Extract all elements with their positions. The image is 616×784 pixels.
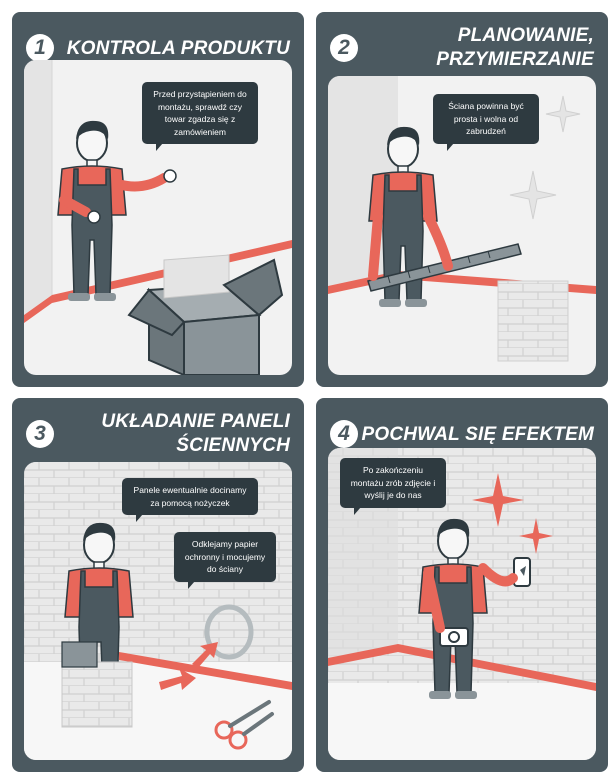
panel-2-title-line-1: PLANOWANIE, [457,25,594,46]
camera-icon [439,627,469,647]
panel-3-title-line-1: UKŁADANIE PANELI [101,411,290,432]
cardboard-box [127,254,284,375]
step-number-1: 1 [26,34,54,62]
sparkle-icon [472,473,524,527]
held-wall-panel [61,661,133,728]
panel-2: 2 PLANOWANIE, PRZYMIERZANIE Ściana powin… [316,12,608,387]
wall-panel-sample [497,280,569,362]
panel-1-illustration [24,60,292,375]
sparkle-icon [545,95,581,133]
step-number-3: 3 [26,420,54,448]
panel-1-scene: Przed przystąpieniem do montażu, sprawdź… [24,60,292,375]
arrow-icon [159,668,196,690]
arrow-icon [192,642,218,668]
panel-1-title: KONTROLA PRODUKTU [66,38,290,59]
panel-3-title: UKŁADANIE PANELI ŚCIENNYCH [101,410,290,458]
step-number-2: 2 [330,34,358,62]
panel-3-scene: Panele ewentualnie docinamy za pomocą no… [24,462,292,760]
speech-bubble-1: Przed przystąpieniem do montażu, sprawdź… [142,82,258,151]
step-number-4: 4 [330,420,358,448]
speech-bubble-3a: Panele ewentualnie docinamy za pomocą no… [122,478,258,522]
panel-1: 1 KONTROLA PRODUKTU Przed przystąpieniem… [12,12,304,387]
panel-3: 3 UKŁADANIE PANELI ŚCIENNYCH Panele e [12,398,304,772]
panel-2-title-line-2: PRZYMIERZANIE [436,49,594,70]
speech-bubble-3b: Odklejamy papier ochronny i mocujemy do … [174,532,276,588]
panel-4: 4 POCHWAL SIĘ EFEKTEM Po zakończeniu mon… [316,398,608,772]
panel-2-illustration [328,76,596,362]
tape-roll-icon [204,604,254,660]
sparkle-icon [509,170,557,220]
speech-bubble-2: Ściana powinna być prosta i wolna od zab… [433,94,539,150]
scissors-icon [214,700,274,750]
panel-2-title: PLANOWANIE, PRZYMIERZANIE [436,24,594,72]
panel-3-title-line-2: ŚCIENNYCH [176,435,290,456]
panel-4-scene: Po zakończeniu montażu zrób zdjęcie i wy… [328,448,596,760]
sparkle-icon [519,518,553,554]
speech-bubble-4: Po zakończeniu montażu zrób zdjęcie i wy… [340,458,446,514]
panel-4-title: POCHWAL SIĘ EFEKTEM [361,424,594,445]
panel-2-scene: Ściana powinna być prosta i wolna od zab… [328,76,596,375]
